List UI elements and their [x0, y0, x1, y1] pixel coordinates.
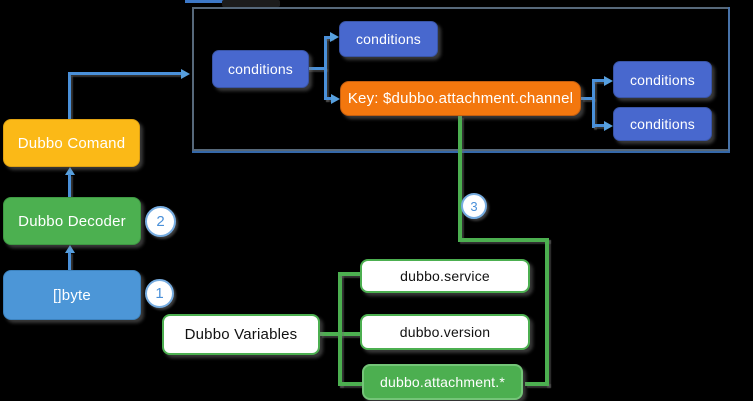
- node-dubbo-version: dubbo.version: [360, 314, 530, 350]
- connector-key-horizontal: [458, 238, 549, 242]
- connector-key-down: [458, 116, 462, 240]
- clipped-label-smudge: [222, 0, 280, 7]
- connector-branch-key: [324, 97, 332, 100]
- connector-byte-decoder: [68, 252, 71, 271]
- node-dubbo-attachment-wildcard: dubbo.attachment.*: [362, 364, 523, 400]
- connector-decoder-command: [68, 174, 71, 198]
- arrowhead-byte-to-decoder-icon: [65, 245, 75, 253]
- step-badge-2: 2: [145, 206, 176, 237]
- node-dubbo-decoder: Dubbo Decoder: [3, 197, 141, 245]
- arrowhead-into-container-icon: [181, 69, 190, 79]
- node-dubbo-service: dubbo.service: [360, 259, 530, 293]
- arrowhead-into-condtop-icon: [330, 32, 339, 42]
- connector-branch-top: [324, 36, 332, 39]
- connector-command-to-container: [68, 72, 182, 75]
- connector-into-attachment: [525, 382, 549, 386]
- node-byte-array: []byte: [3, 270, 141, 320]
- connector-variables-bracket: [338, 274, 342, 386]
- node-dubbo-variables: Dubbo Variables: [162, 314, 320, 355]
- arrowhead-decoder-to-command-icon: [65, 167, 75, 175]
- node-dubbo-command: Dubbo Comand: [3, 119, 140, 167]
- connector-key-stub: [581, 97, 594, 100]
- arrowhead-into-condr2-icon: [604, 121, 613, 131]
- step-badge-3: 3: [461, 193, 487, 219]
- container-right-accent: [728, 7, 730, 151]
- connector-key-down2: [545, 238, 549, 386]
- node-conditions-left: conditions: [212, 50, 309, 88]
- connector-branch-service: [338, 272, 362, 276]
- connector-branch-attachment: [338, 382, 364, 386]
- connector-condleft-bracket: [324, 36, 327, 100]
- arrowhead-into-condr1-icon: [604, 76, 613, 86]
- step-badge-1: 1: [145, 279, 174, 308]
- connector-branch-r2: [592, 124, 604, 127]
- connector-key-bracket: [592, 79, 595, 128]
- connector-command-up: [68, 74, 71, 120]
- arrowhead-into-key-icon: [331, 94, 340, 104]
- connector-condleft-stub: [306, 67, 326, 70]
- node-conditions-right-2: conditions: [613, 107, 712, 141]
- connector-branch-r1: [592, 79, 604, 82]
- node-conditions-top: conditions: [339, 21, 438, 57]
- node-key-attachment-channel: Key: $dubbo.attachment.channel: [340, 81, 581, 116]
- node-conditions-right-1: conditions: [613, 61, 712, 98]
